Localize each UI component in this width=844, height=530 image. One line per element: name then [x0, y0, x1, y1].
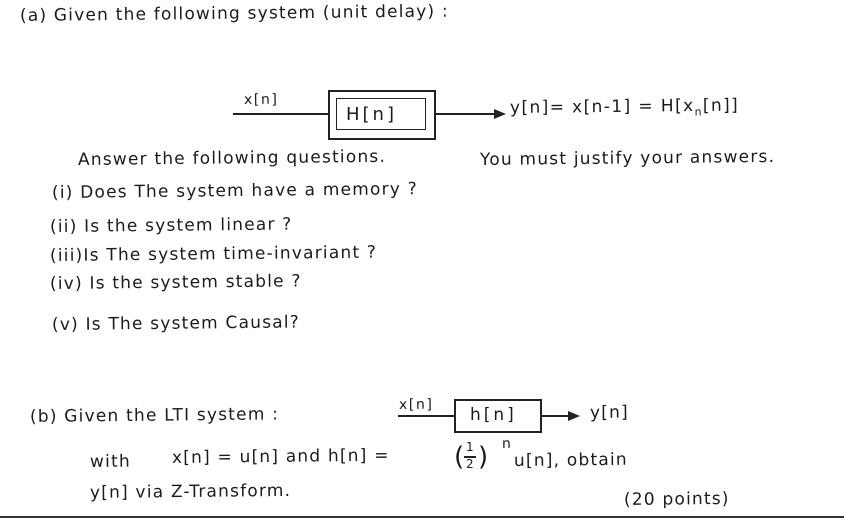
- diagram-b-arrowhead-icon: [568, 411, 580, 421]
- diagram-a-input-label: x[n]: [243, 91, 279, 108]
- paren-close: ): [478, 442, 489, 472]
- diagram-b-input-label: x[n]: [398, 396, 434, 413]
- part-b-heading: (b) Given the LTI system :: [29, 404, 280, 427]
- instruction-right: You must justify your answers.: [479, 146, 776, 170]
- xn-expression: x[n] = u[n] and h[n] =: [171, 445, 390, 468]
- question-iv: (iv) Is the system stable ?: [49, 271, 302, 294]
- with-label: with: [89, 451, 131, 472]
- diagram-a-output-expression: y[n]= x[n-1] = H[xn[n]]: [510, 96, 739, 121]
- diagram-a-input-line: [233, 113, 328, 115]
- exponent-n: n: [501, 435, 513, 452]
- question-v: (v) Is The system Causal?: [51, 312, 301, 335]
- part-a-heading: (a) Given the following system (unit del…: [19, 1, 449, 26]
- bottom-rule: [0, 516, 844, 518]
- question-i: (i) Does The system have a memory ?: [51, 179, 418, 203]
- question-ii: (ii) Is the system linear ?: [49, 214, 293, 237]
- diagram-a-block: H[n]: [328, 90, 436, 140]
- fraction-bar: [464, 456, 476, 458]
- diagram-b-output-line: [540, 415, 570, 417]
- paren-open: (: [454, 442, 465, 472]
- diagram-a-output-tail: [n]]: [702, 95, 740, 116]
- via-z-transform: y[n] via Z-Transform.: [89, 480, 292, 503]
- diagram-a-arrowhead-icon: [494, 109, 506, 119]
- fraction-one-half: ( 1 2 ): [454, 440, 494, 474]
- diagram-b-output-label: y[n]: [589, 402, 630, 423]
- diagram-a-inner-block: [336, 98, 426, 130]
- fraction-denominator: 2: [466, 457, 474, 471]
- diagram-a-block-label: H[n]: [346, 104, 397, 125]
- diagram-b-block-label: h[n]: [470, 405, 517, 425]
- diagram-a-output-main: y[n]= x[n-1] = H[x: [509, 96, 695, 118]
- un-tail: u[n], obtain: [513, 449, 628, 471]
- points-label: (20 points): [623, 488, 730, 510]
- instruction-left: Answer the following questions.: [77, 146, 387, 170]
- diagram-a-output-line: [434, 113, 496, 115]
- diagram-b-block: h[n]: [454, 399, 542, 433]
- question-iii: (iii)Is The system time-invariant ?: [49, 242, 378, 266]
- fraction-numerator: 1: [466, 440, 474, 454]
- diagram-b-input-line: [398, 415, 454, 417]
- diagram-a-output-subscript: n: [694, 105, 704, 119]
